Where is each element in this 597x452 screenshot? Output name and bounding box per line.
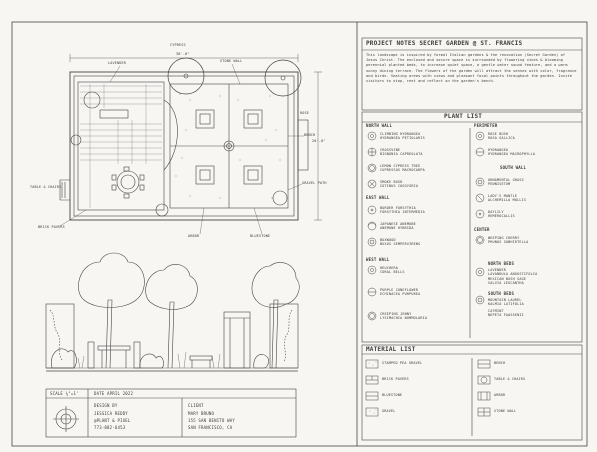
- section-west-wall: WEST WALL: [366, 257, 390, 262]
- plant-note: CUPRESSUS MACROCARPA: [380, 168, 425, 172]
- section-south-beds: SOUTH BEDS: [488, 291, 515, 296]
- plant-note: KALMIA LATIFOLIA: [488, 302, 524, 306]
- plant-note: LAVANDULA ANGUSTIFOLIA: [488, 272, 538, 276]
- plant-note: ROSA GALLICA: [488, 136, 515, 140]
- plant-name: PURPLE CONEFLOWER: [380, 288, 419, 292]
- project-notes-title: PROJECT NOTES SECRET GARDEN @ ST. FRANCI…: [366, 40, 523, 47]
- callout-bench: BENCH: [304, 133, 316, 137]
- plant-note: PRUNUS SUBHIRTELLA: [488, 240, 529, 244]
- plant-note: BIGNONIA CAPREOLATA: [380, 152, 423, 156]
- section-north-wall: NORTH WALL: [366, 123, 393, 128]
- plant-name: CREEPING JENNY: [380, 312, 412, 316]
- client-address-line2: SAN FRANCISCO, CA: [188, 425, 233, 430]
- dim-right: 20'-0": [312, 139, 326, 143]
- callout-arbor: ARBOR: [188, 234, 200, 238]
- material-item: STONE WALL: [494, 409, 517, 413]
- section-center: CENTER: [474, 227, 490, 232]
- plant-name: ROSE BUSH: [488, 132, 509, 136]
- material-item: GRAVEL: [382, 409, 396, 413]
- plant-name: CATMINT: [488, 309, 504, 313]
- plant-note: ECHINACEA PURPUREA: [380, 292, 421, 296]
- client-address-line1: 155 SAN BENITO WAY: [188, 418, 235, 423]
- plant-name: HEUCHERA: [380, 266, 398, 270]
- project-notes-body: This landscape is inspired by formal Ita…: [366, 53, 577, 84]
- plant-note: COTINUS COGGYGRIA: [380, 184, 419, 188]
- plant-name: WEEPING CHERRY: [488, 236, 520, 240]
- plant-note: ANEMONE HYBRIDA: [380, 226, 414, 230]
- client-name: MARY BRUNO: [188, 411, 215, 416]
- plant-list-title: PLANT LIST: [444, 113, 483, 120]
- plant-note: HYDRANGEA MACROPHYLLA: [488, 152, 536, 156]
- plant-name: LEMON CYPRESS TREE: [380, 164, 421, 168]
- plant-note: HEMEROCALLIS: [488, 214, 515, 218]
- plant-name: CROSSVINE: [380, 148, 401, 152]
- callout-bluestone: BLUESTONE: [250, 234, 271, 238]
- callout-cypress: CYPRESS: [170, 43, 186, 47]
- callout-brick: BRICK PAVERS: [38, 225, 65, 229]
- designer-phone: 773-882-6453: [94, 425, 126, 430]
- section-east-wall: EAST WALL: [366, 195, 390, 200]
- material-item: STAMPED PEA GRAVEL: [382, 361, 423, 365]
- plant-note: ALCHEMILLA MOLLIS: [488, 198, 527, 202]
- plant-note: FORSYTHIA INTERMEDIA: [380, 210, 425, 214]
- plant-name: MEXICAN BUSH SAGE: [488, 277, 527, 281]
- designer-company: @PLANT & PIXEL: [94, 418, 131, 423]
- date-label: DATE APRIL 2022: [94, 391, 134, 396]
- plant-note: PENNISETUM: [488, 182, 511, 186]
- designer-name: JESSICA REDDY: [94, 411, 128, 416]
- design-by-label: DESIGN BY: [94, 403, 118, 408]
- plant-name: LADY'S MANTLE: [488, 194, 518, 198]
- callout-gravel: GRAVEL PATH: [302, 181, 327, 185]
- plant-name: BORDER FORSYTHIA: [380, 206, 416, 210]
- plant-note: CORAL BELLS: [380, 270, 405, 274]
- plant-note: NEPETA FAASSENII: [488, 313, 524, 317]
- plant-note: SALVIA LEUCANTHA: [488, 281, 524, 285]
- scale-label: SCALE ¼"=1': [50, 391, 79, 396]
- plant-name: JAPANESE ANEMONE: [380, 222, 416, 226]
- material-item: TABLE & CHAIRS: [494, 377, 526, 381]
- plant-name: ORNAMENTAL GRASS: [488, 178, 524, 182]
- material-item: BENCH: [494, 361, 506, 365]
- callout-table: TABLE & CHAIRS: [30, 185, 62, 189]
- plant-name: BOXWOOD: [380, 238, 396, 242]
- callout-lavender: LAVENDER: [108, 61, 126, 65]
- material-item: BLUESTONE: [382, 393, 403, 397]
- plant-name: HYDRANGEA: [488, 148, 509, 152]
- material-list-title: MATERIAL LIST: [366, 346, 416, 353]
- dim-top: 38'-0": [176, 52, 190, 56]
- material-item: BRICK PAVERS: [382, 377, 409, 381]
- plant-name: MOUNTAIN LAUREL: [488, 298, 522, 302]
- callout-stone-wall: STONE WALL: [220, 59, 243, 63]
- plant-note: HYDRANGEA PETIOLARIS: [380, 136, 425, 140]
- plant-name: LAVENDER: [488, 268, 506, 272]
- section-perimeter: PERIMETER: [474, 123, 498, 128]
- plant-name: CLIMBING HYDRANGEA: [380, 132, 421, 136]
- section-south-wall: SOUTH WALL: [500, 165, 527, 170]
- client-label: CLIENT: [188, 403, 204, 408]
- plant-name: SMOKE BUSH: [380, 180, 403, 184]
- material-item: ARBOR: [494, 393, 506, 397]
- plant-name: DAYLILY: [488, 210, 504, 214]
- section-north-beds: NORTH BEDS: [488, 261, 515, 266]
- plant-note: LYSIMACHIA NUMMULARIA: [380, 316, 428, 320]
- plant-note: BUXUS SEMPERVIRENS: [380, 242, 421, 246]
- callout-rose: ROSE: [300, 111, 309, 115]
